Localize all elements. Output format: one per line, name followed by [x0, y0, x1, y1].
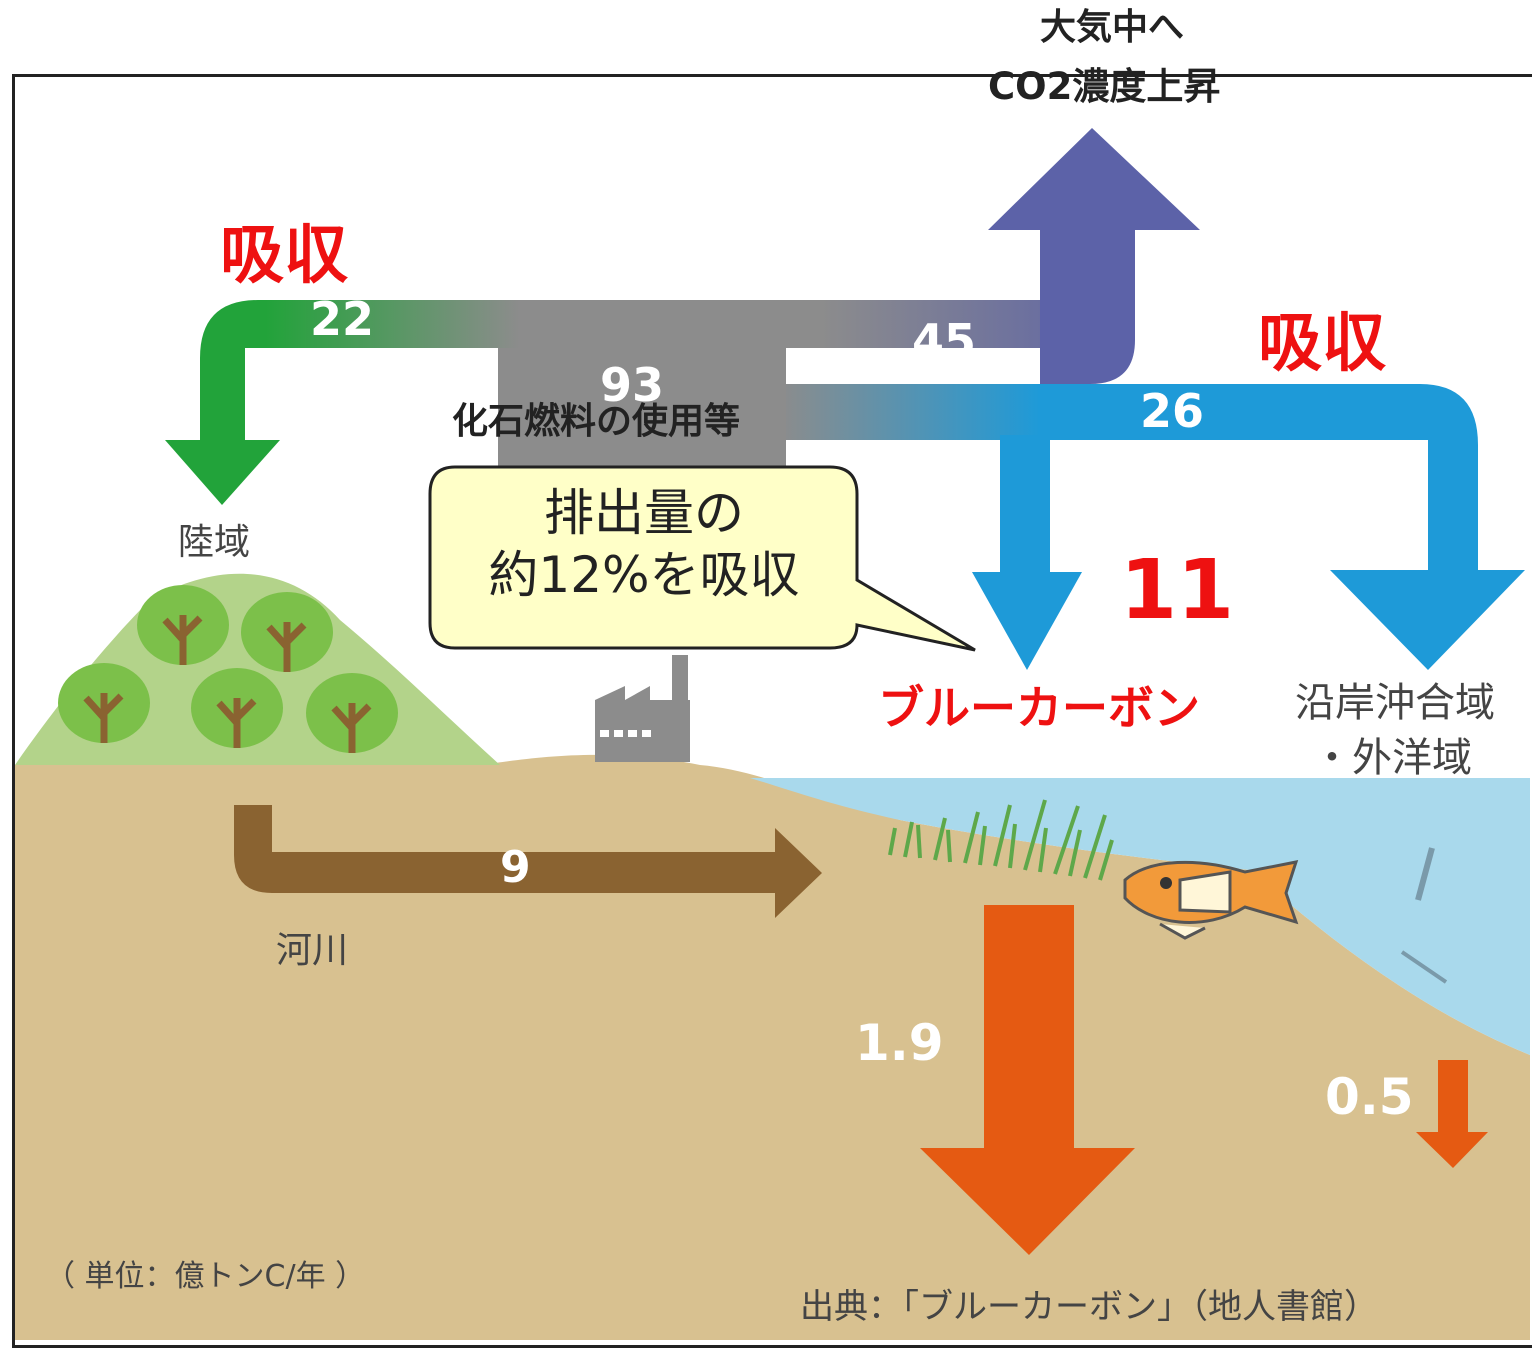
offshore-label-line2: ・外洋域: [1312, 735, 1472, 781]
factory-icon: [595, 655, 690, 762]
sediment-coastal-value: 1.9: [855, 1014, 944, 1072]
callout-line2: 約12%を吸収: [488, 546, 800, 604]
fossil-fuel-label: 化石燃料の使用等: [452, 401, 741, 442]
blue-carbon-arrowhead: [972, 572, 1082, 670]
atmosphere-arrow: [988, 128, 1200, 384]
particle-line-2: [1400, 950, 1448, 984]
factory-windows: [600, 730, 651, 737]
blue-carbon-value: 11: [1120, 543, 1235, 638]
particle-line-1: [1415, 847, 1435, 901]
land-absorb-value: 22: [310, 292, 375, 346]
tree-trunks: [83, 615, 372, 753]
source-note: 出典：「ブルーカーボン」（地人書館）: [800, 1287, 1378, 1327]
unit-note: （ 単位：億トンC/年 ）: [45, 1259, 366, 1294]
land-absorb-arrowhead: [165, 440, 280, 505]
sediment-open-value: 0.5: [1325, 1068, 1414, 1126]
fish-icon: [1123, 860, 1299, 940]
atmosphere-label-line1: 大気中へ: [1040, 7, 1185, 48]
sea: [750, 778, 1530, 1055]
atmosphere-value: 45: [912, 314, 977, 368]
callout-line1: 排出量の: [544, 484, 744, 542]
offshore-label-line1: 沿岸沖合域: [1295, 680, 1495, 726]
ocean-absorb-label: 吸収: [1258, 307, 1386, 381]
blue-carbon-label: ブルーカーボン: [878, 681, 1200, 735]
blue-carbon-stem: [1000, 435, 1050, 575]
ocean-band: [786, 384, 1478, 570]
seagrass-icon: [888, 799, 1114, 881]
offshore-arrowhead: [1330, 570, 1525, 670]
sediment-open-arrow: [1416, 1060, 1488, 1168]
atmosphere-label-line2: CO2濃度上昇: [988, 65, 1221, 108]
land-absorb-label: 吸収: [220, 219, 348, 293]
callout-text: 排出量の 約12%を吸収: [432, 482, 856, 606]
emissions-value: 93: [600, 358, 665, 412]
sediment-coastal-arrow: [920, 905, 1135, 1255]
river-label: 河川: [276, 930, 349, 971]
callout-bubble: [428, 465, 976, 652]
ocean-absorb-value: 26: [1140, 384, 1205, 438]
top-band: [200, 300, 1085, 442]
river-arrow: [234, 805, 822, 918]
land-label: 陸域: [178, 522, 251, 563]
river-value: 9: [500, 842, 531, 893]
